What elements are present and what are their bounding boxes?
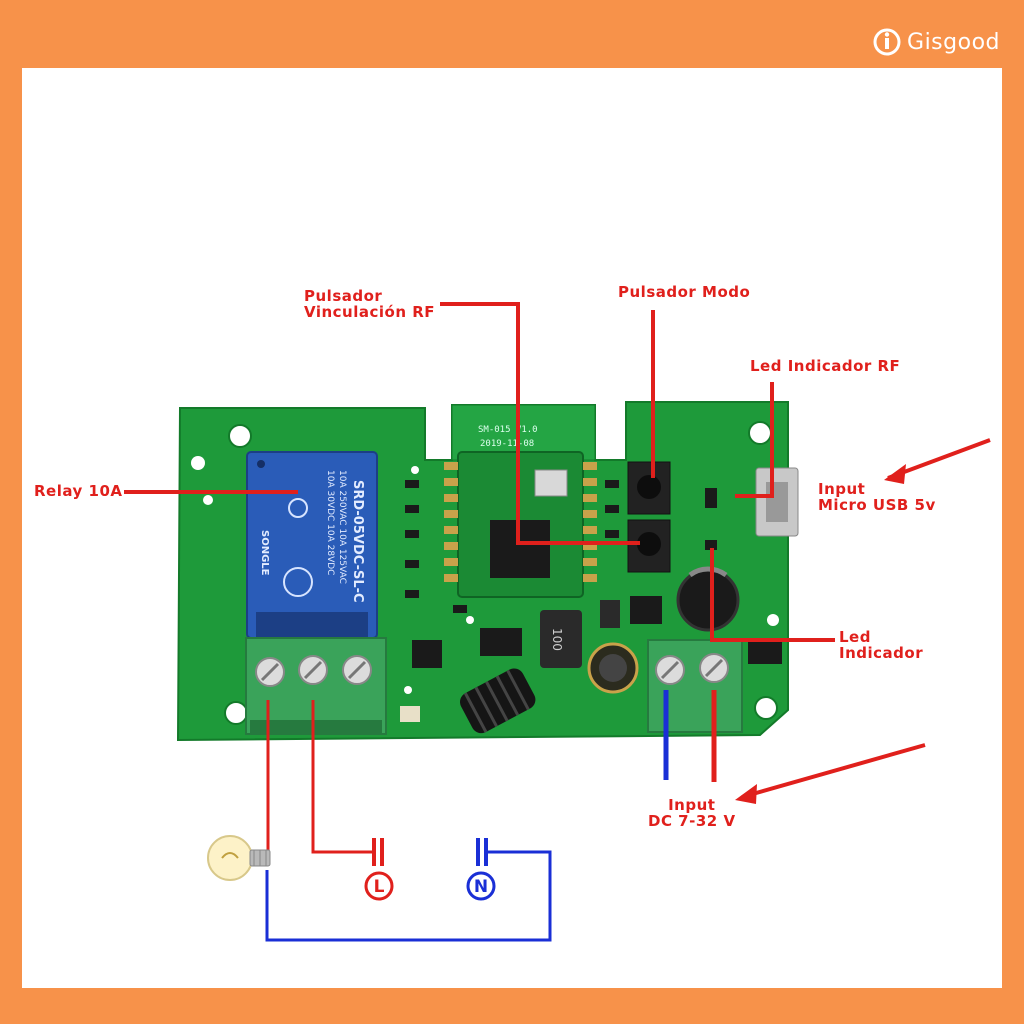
callout-led: [710, 548, 835, 642]
inductor-marking: 100: [550, 628, 564, 651]
relay-brand: SONGLE: [259, 530, 270, 576]
live-terminal-icon: [364, 871, 394, 901]
wire-lamp-to-neutral: [265, 850, 552, 942]
label-pulsador-modo: Pulsador Modo: [618, 283, 751, 301]
relay-logo-icon: [288, 498, 308, 518]
mount-hole: [767, 614, 779, 626]
callout-pulsador-rf: [440, 302, 640, 545]
relay-marking-3: 10A 30VDC 10A 28VDC: [325, 470, 335, 575]
module-marking-2: 2019-11-08: [480, 439, 534, 449]
micro-usb-port: [755, 467, 799, 537]
relay-terminal-block: [245, 637, 387, 735]
smd-part: [400, 706, 420, 722]
mount-hole: [754, 696, 778, 720]
label-relay: Relay 10A: [34, 482, 123, 500]
brand-logo: Gisgood: [873, 28, 1000, 56]
relay-marking-1: SRD-05VDC-SL-C: [350, 480, 365, 603]
pairing-button: [627, 519, 671, 573]
mount-hole: [203, 495, 213, 505]
live-plug-icon: [372, 838, 384, 866]
neutral-terminal-label: N: [474, 877, 488, 897]
label-led-rf: Led Indicador RF: [750, 357, 901, 375]
rf-module: [444, 451, 597, 598]
callout-lines: [124, 302, 991, 799]
capacitor-large: [676, 566, 740, 632]
mode-button: [627, 461, 671, 515]
arrow-dc-head: [735, 784, 757, 804]
capacitor-small: [587, 642, 639, 694]
callout-led-rf: [735, 382, 774, 498]
relay-cert-icon: [283, 567, 313, 597]
mount-hole: [228, 424, 252, 448]
relay: [246, 451, 378, 639]
gisgood-logo-icon: [873, 28, 901, 56]
label-pulsador-rf: Pulsador Vinculación RF: [304, 287, 436, 321]
inductor: [540, 610, 582, 668]
mount-hole: [224, 701, 248, 725]
brand-name: Gisgood: [907, 29, 1000, 55]
label-led: Led Indicador: [839, 628, 924, 662]
smd-components: [405, 480, 782, 668]
neutral-terminal-icon: [466, 871, 496, 901]
neutral-plug-icon: [476, 838, 488, 866]
crystal: [534, 469, 568, 497]
dc-terminal-block: [647, 639, 743, 733]
load-wiring: [265, 700, 552, 942]
wire-relay-to-live: [311, 700, 372, 854]
light-bulb-icon: [207, 835, 271, 881]
relay-marking-2: 10A 250VAC 10A 125VAC: [337, 470, 347, 584]
live-terminal-label: L: [374, 877, 385, 897]
antenna-coil: [459, 668, 536, 734]
arrow-usb-head: [884, 464, 906, 484]
label-dc-input: Input DC 7-32 V: [648, 796, 736, 830]
label-micro-usb: Input Micro USB 5v: [818, 480, 936, 514]
arrow-dc-line: [741, 743, 926, 799]
mount-hole: [748, 421, 772, 445]
module-marking-1: SM-015 V1.0: [478, 425, 538, 435]
mount-hole: [191, 456, 205, 470]
